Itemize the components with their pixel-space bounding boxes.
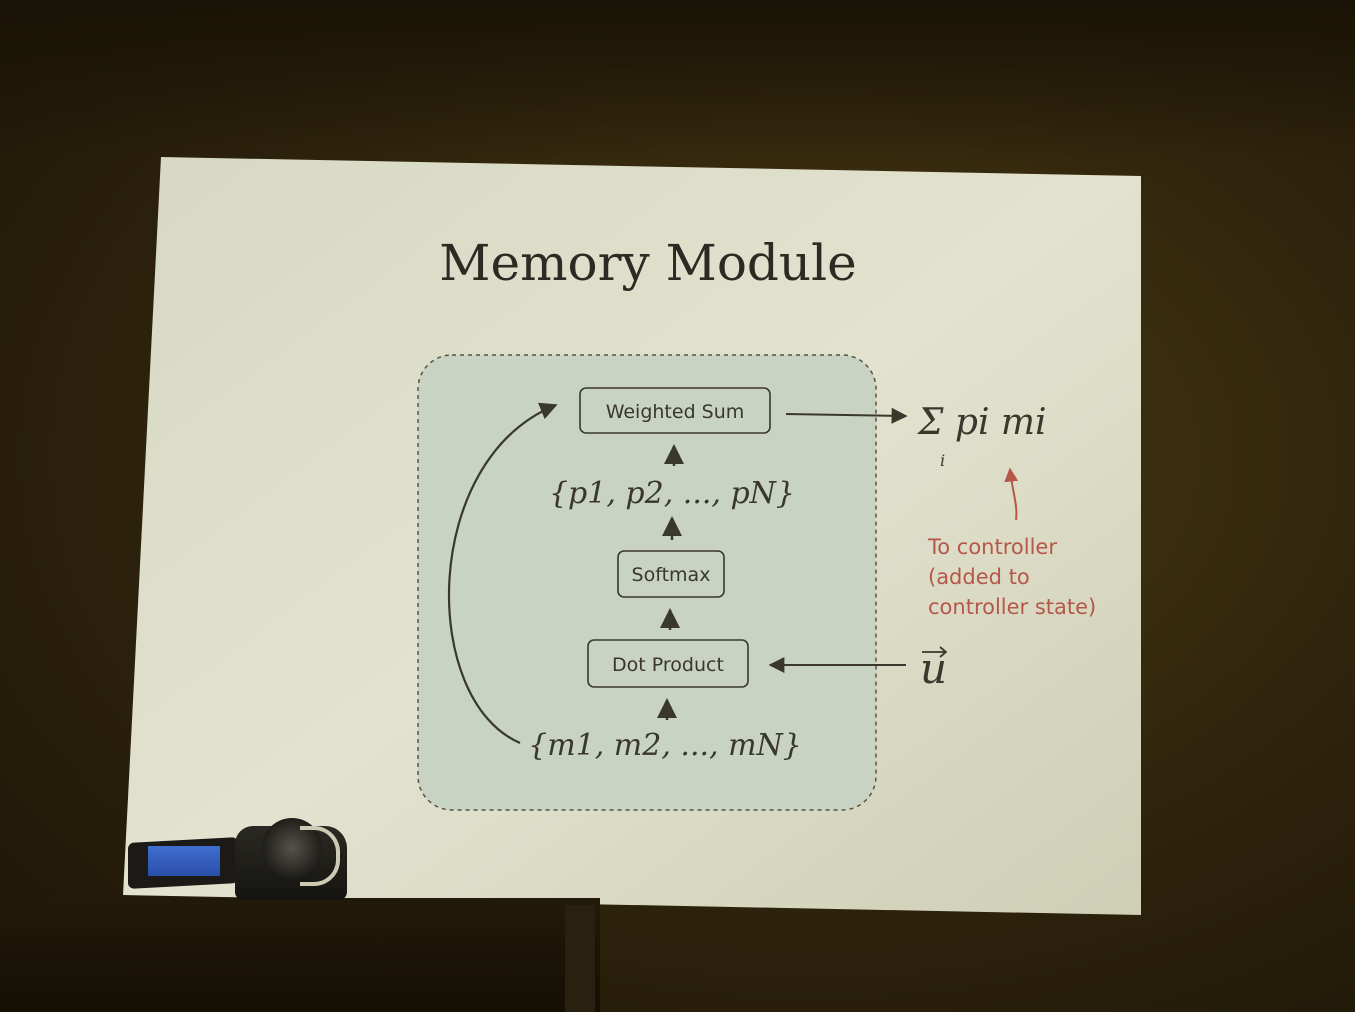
- softmax-box: [617, 550, 725, 598]
- arrow-weighted-sum-to-output: [785, 407, 908, 424]
- probabilities-set: {p1, p2, ..., pN}: [549, 476, 795, 511]
- arrow-memories-to-weighted-sum: [447, 402, 558, 745]
- dot-product-label: Dot Product: [612, 654, 724, 676]
- camcorder-screen: [148, 846, 220, 876]
- weighted-sum-label: Weighted Sum: [606, 401, 745, 423]
- foreground-desk: [0, 898, 600, 1012]
- query-vector-arrow-accent: [922, 646, 948, 658]
- slide-title: Memory Module: [439, 234, 856, 292]
- annotation-line-2: (added to: [928, 565, 1030, 589]
- annotation-line-1: To controller: [927, 535, 1057, 559]
- memory-module-container: [417, 354, 877, 811]
- output-sum-index: i: [940, 451, 945, 470]
- annotation-arrow: [1004, 467, 1019, 521]
- desk-edge: [565, 905, 595, 1012]
- camcorder-strap: [300, 826, 340, 886]
- output-sum-expression: Σ pi mi: [916, 402, 1047, 443]
- annotation-line-3: controller state): [928, 595, 1096, 619]
- room-background: [0, 0, 1355, 160]
- dot-product-box: [587, 639, 749, 688]
- weighted-sum-box: [579, 387, 771, 434]
- memories-set: {m1, m2, ..., mN}: [528, 728, 802, 763]
- softmax-label: Softmax: [632, 564, 711, 586]
